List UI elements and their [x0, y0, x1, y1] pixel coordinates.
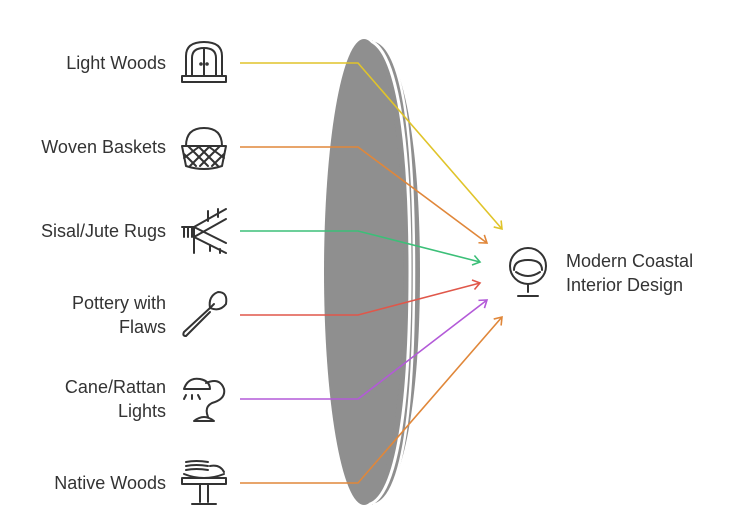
- connector-line: [240, 299, 488, 400]
- connector-line: [240, 146, 488, 244]
- connector-light-woods: [240, 62, 503, 231]
- connector-sisal-jute-rugs: [240, 230, 482, 266]
- connector-line: [240, 230, 481, 263]
- connector-woven-baskets: [240, 146, 489, 244]
- input-label-native-woods: Native Woods: [54, 473, 166, 493]
- connector-arrowhead: [471, 279, 482, 291]
- lens: [324, 38, 420, 507]
- basket-icon: [181, 127, 227, 170]
- input-label-woven-baskets: Woven Baskets: [41, 137, 166, 157]
- connector-pottery-with-flaws: [240, 279, 482, 316]
- input-label-sisal-jute-rugs: Sisal/Jute Rugs: [40, 221, 166, 241]
- connector-arrowhead: [478, 234, 489, 244]
- connector-line: [240, 316, 503, 484]
- window-icon: [181, 41, 227, 83]
- connector-line: [240, 62, 503, 230]
- trowel-icon: [182, 291, 228, 337]
- input-label-light-woods: Light Woods: [66, 53, 166, 73]
- plates-icon: [181, 460, 227, 505]
- connector-line: [240, 282, 481, 316]
- lamp-icon: [183, 377, 226, 422]
- connector-arrowhead: [493, 315, 503, 326]
- chair-icon: [509, 247, 547, 297]
- connectors: [240, 62, 503, 484]
- connector-native-woods: [240, 315, 503, 484]
- connector-cane-rattan-lights: [240, 299, 489, 400]
- connector-arrowhead: [478, 299, 489, 309]
- stairs-icon: [181, 208, 227, 254]
- connector-arrowhead: [471, 255, 482, 266]
- connector-arrowhead: [493, 220, 503, 231]
